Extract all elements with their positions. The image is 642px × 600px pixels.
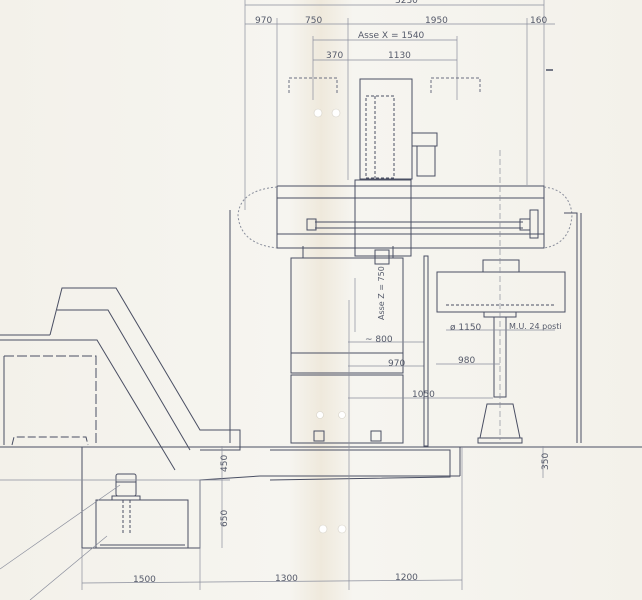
magazine-dimension-lines (436, 150, 555, 440)
foundation (81, 447, 461, 549)
dim-axis-z: Asse Z = 750 (377, 266, 386, 320)
dashed-outline-left (288, 77, 481, 93)
dim-1200: 1200 (395, 573, 418, 583)
guard-post-left (229, 210, 429, 447)
dim-980: 980 (458, 356, 475, 366)
dim-overall: 3230 (395, 0, 418, 6)
dim-axis-x-seg-1: 370 (326, 51, 343, 61)
tool-magazine (436, 259, 566, 444)
dim-1500: 1500 (133, 575, 156, 585)
coolant-tank (95, 473, 189, 549)
gantry-dashed-extents (237, 186, 573, 249)
column-dimension-lines (348, 278, 493, 399)
dim-1050: 1050 (412, 390, 435, 400)
spindle-ram (359, 78, 438, 180)
guard-post-right (564, 212, 582, 443)
dim-seg-4: 160 (530, 16, 547, 26)
column-base (290, 246, 404, 444)
dim-350: 350 (541, 453, 551, 470)
dim-seg-1: 970 (255, 16, 272, 26)
dim-axis-x-seg-2: 1130 (388, 51, 411, 61)
chip-conveyor (0, 287, 241, 471)
dim-seg-3: 1950 (425, 16, 448, 26)
foundation-dimension-lines (0, 446, 544, 548)
dim-650: 650 (220, 510, 230, 527)
dim-800: ~ 800 (365, 335, 393, 345)
dim-magazine-diameter: ø 1150 (450, 323, 482, 333)
dim-1300: 1300 (275, 574, 298, 584)
dim-970: 970 (388, 359, 405, 369)
punch-holes (313, 108, 347, 534)
chip-bin (3, 355, 97, 446)
dim-seg-2: 750 (305, 16, 322, 26)
gantry-crossrail (276, 179, 545, 265)
dim-450: 450 (220, 455, 230, 472)
top-dimension-lines (244, 0, 555, 210)
bottom-dimension-lines (81, 300, 463, 590)
dim-axis-x: Asse X = 1540 (358, 31, 425, 41)
dim-magazine-positions: M.U. 24 posti (509, 322, 562, 331)
leader-lines (0, 484, 121, 600)
